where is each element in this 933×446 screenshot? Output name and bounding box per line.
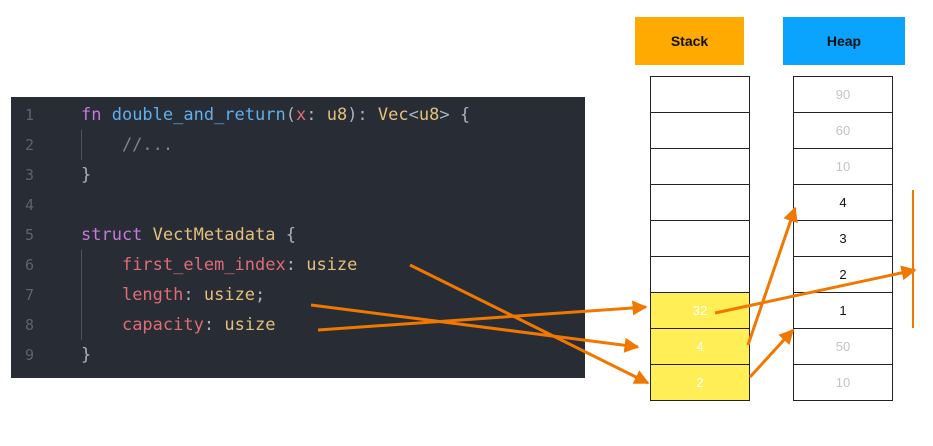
code-text: //... bbox=[81, 130, 173, 160]
code-token: double_and_return bbox=[111, 105, 286, 125]
code-token: ): bbox=[347, 105, 378, 125]
code-token: : bbox=[285, 255, 307, 275]
code-token: fn bbox=[81, 105, 112, 125]
code-token: > { bbox=[439, 105, 471, 125]
stack-cell bbox=[650, 148, 750, 185]
stack-cell: 4 bbox=[650, 328, 750, 365]
code-token: capacity bbox=[121, 315, 204, 335]
line-number: 2 bbox=[25, 136, 35, 154]
code-text: struct VectMetadata { bbox=[81, 220, 296, 250]
arrow-stack-2-to-heap bbox=[748, 328, 795, 379]
arrow-stack-4-to-heap bbox=[746, 206, 798, 346]
code-token: //... bbox=[81, 135, 174, 155]
stack-cell: 2 bbox=[650, 364, 750, 401]
code-text: capacity: usize bbox=[81, 310, 276, 340]
code-token: < bbox=[408, 105, 419, 125]
code-token: usize bbox=[203, 285, 256, 305]
line-number: 7 bbox=[25, 286, 35, 304]
heap-cell: 10 bbox=[793, 148, 893, 185]
line-number: 8 bbox=[25, 316, 35, 334]
code-text: } bbox=[81, 340, 91, 370]
code-token: : bbox=[183, 285, 204, 305]
stack-cell bbox=[650, 76, 750, 113]
line-number: 5 bbox=[25, 226, 35, 244]
code-token: : bbox=[306, 105, 327, 125]
code-token: length bbox=[121, 285, 184, 305]
code-text: length: usize; bbox=[81, 280, 265, 310]
code-text: first_elem_index: usize bbox=[81, 250, 357, 280]
stack-cell bbox=[650, 256, 750, 293]
code-token: u8 bbox=[326, 105, 348, 125]
code-token: { bbox=[275, 225, 296, 245]
arrow-capacity bbox=[317, 300, 648, 332]
code-text: } bbox=[81, 160, 91, 190]
stack-cell bbox=[650, 184, 750, 221]
code-token: Vec bbox=[377, 105, 409, 125]
heap-cell: 50 bbox=[793, 328, 893, 365]
code-token: ; bbox=[255, 285, 266, 305]
line-number: 6 bbox=[25, 256, 35, 274]
indent-guide bbox=[81, 130, 82, 160]
heap-cell: 3 bbox=[793, 220, 893, 257]
code-token: } bbox=[81, 165, 92, 185]
code-token: struct bbox=[81, 225, 153, 245]
line-number: 3 bbox=[25, 166, 35, 184]
code-token: x bbox=[295, 105, 307, 125]
line-number: 9 bbox=[25, 346, 35, 364]
code-token: : bbox=[203, 315, 225, 335]
code-token: u8 bbox=[418, 105, 440, 125]
stack-cell bbox=[650, 220, 750, 257]
code-text: fn double_and_return(x: u8): Vec<u8> { bbox=[81, 100, 470, 130]
code-token: usize bbox=[306, 255, 358, 275]
code-token: ( bbox=[285, 105, 296, 125]
arrow-length bbox=[310, 303, 640, 353]
heap-cell: 10 bbox=[793, 364, 893, 401]
code-token: VectMetadata bbox=[152, 225, 276, 245]
line-number: 1 bbox=[25, 106, 35, 124]
heap-header: Heap bbox=[783, 17, 905, 65]
heap-cell: 60 bbox=[793, 112, 893, 149]
code-token: first_elem_index bbox=[121, 255, 286, 275]
stack-header: Stack bbox=[635, 17, 744, 65]
arrow-stack-32-out bbox=[714, 265, 917, 315]
code-token: usize bbox=[224, 315, 276, 335]
line-number: 4 bbox=[25, 196, 35, 214]
arrow-first-elem-index bbox=[409, 263, 650, 385]
indent-guide bbox=[81, 250, 82, 340]
code-token: } bbox=[81, 345, 92, 365]
